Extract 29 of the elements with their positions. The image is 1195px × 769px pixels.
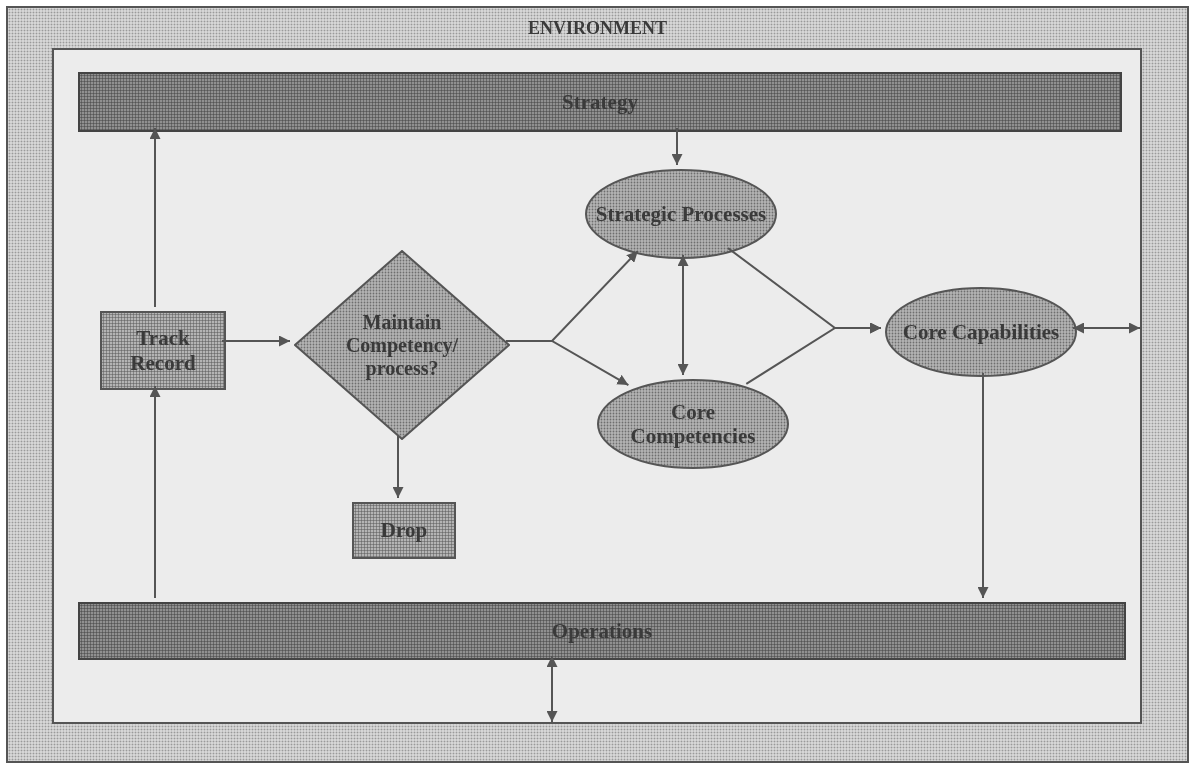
node-label: Strategy: [562, 89, 638, 115]
arrow: [149, 385, 161, 599]
arrow: [977, 371, 989, 599]
node-label: Drop: [380, 518, 428, 543]
node-label: Core Competencies: [629, 399, 757, 449]
arrow: [221, 335, 291, 347]
arrow: [149, 127, 161, 308]
arrow: [392, 435, 404, 499]
node-label: Strategic Processes: [595, 201, 767, 227]
node-label: Operations: [551, 618, 653, 644]
node-label: Track Record: [129, 326, 197, 375]
process-box: [100, 311, 226, 390]
ellipse-node: [585, 169, 777, 259]
banner-bar: [78, 72, 1122, 132]
inner-panel: [52, 48, 1142, 724]
double-arrow: [677, 253, 689, 377]
environment-frame: [6, 6, 1189, 763]
ellipse-node: [885, 287, 1077, 377]
ellipse-node: [597, 379, 789, 469]
process-box: [352, 502, 456, 559]
arrow: [745, 322, 882, 385]
arrow: [671, 127, 683, 166]
double-arrow: [1072, 322, 1141, 334]
node-label: Maintain Competency/ process?: [344, 310, 460, 380]
double-arrow: [546, 655, 558, 723]
banner-bar: [78, 602, 1126, 660]
decision-diamond: [294, 250, 510, 440]
node-label: Core Capabilities: [902, 319, 1060, 345]
frame-title: ENVIRONMENT: [528, 18, 667, 39]
